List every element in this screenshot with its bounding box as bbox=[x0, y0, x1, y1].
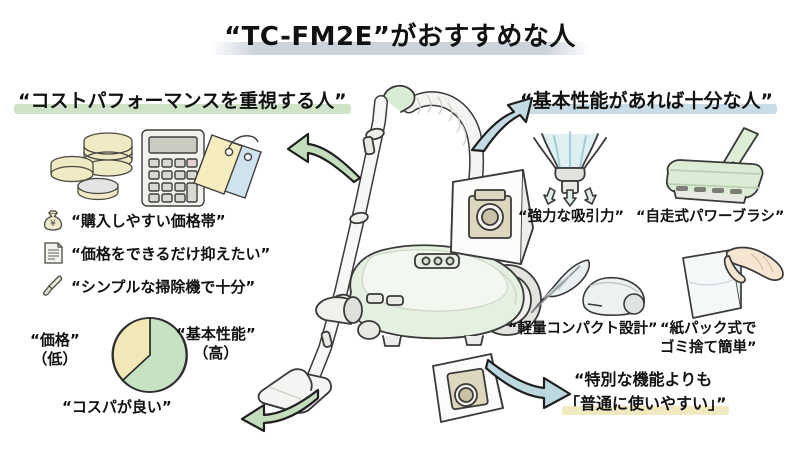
suction-nozzle-icon bbox=[520, 128, 620, 207]
paper-bag-hand-icon bbox=[675, 246, 785, 322]
arrow-to-left-bottom bbox=[238, 384, 320, 434]
feature-label-lightweight: “軽量コンパクト設計” bbox=[508, 321, 658, 337]
right-section-header: “基本性能があれば十分な人” bbox=[516, 86, 777, 114]
pie-label-conclusion: “コスパが良い” bbox=[62, 398, 172, 416]
feature-label-suction: “強力な吸引力” bbox=[518, 209, 625, 225]
price-tags-icon bbox=[193, 134, 262, 199]
pie-label-price-line2: （低） bbox=[32, 349, 78, 368]
arrow-to-right-bottom bbox=[484, 352, 574, 410]
canister-vacuum-cleaner-illustration bbox=[255, 78, 545, 423]
vacuum-dust-bag bbox=[450, 169, 534, 265]
arrow-to-left-top bbox=[286, 128, 364, 184]
feather-compact-vacuum-icon bbox=[530, 250, 650, 318]
vacuum-wand bbox=[306, 95, 388, 385]
right-section-header-text: “基本性能があれば十分な人” bbox=[520, 90, 773, 112]
page-title-text: “TC-FM2E”がおすすめな人 bbox=[224, 22, 576, 52]
feature-label-paper-bag: “紙パック式で ゴミ捨て簡単” bbox=[660, 320, 757, 358]
coins-icon bbox=[50, 132, 133, 201]
list-item-label: “購入しやすい価格帯” bbox=[71, 211, 226, 230]
money-bag-icon: ¥ bbox=[40, 207, 66, 233]
feature-label-paper-bag-line2: ゴミ捨て簡単” bbox=[660, 339, 757, 356]
pie-label-price: “価格” （低） bbox=[30, 331, 80, 369]
power-brush-icon bbox=[660, 126, 780, 206]
cost-performance-pie-chart bbox=[110, 315, 190, 395]
pie-label-performance: “基本性能” （高） bbox=[176, 325, 256, 363]
page-title: “TC-FM2E”がおすすめな人 bbox=[210, 16, 590, 55]
left-section-header-text: “コストパフォーマンスを重視する人” bbox=[18, 90, 347, 112]
svg-text:¥: ¥ bbox=[50, 219, 56, 229]
calculator-icon bbox=[141, 129, 205, 207]
list-item: “シンプルな掃除機で十分” bbox=[40, 271, 290, 301]
arrow-to-right-top bbox=[468, 94, 538, 153]
pie-label-price-line1: “価格” bbox=[30, 331, 80, 349]
closing-line-2: 「普通に使いやすい」” bbox=[562, 392, 729, 416]
closing-statement: “特別な機能よりも 「普通に使いやすい」” bbox=[562, 368, 729, 416]
list-item-label: “価格をできるだけ抑えたい” bbox=[71, 244, 271, 263]
list-item-label: “シンプルな掃除機で十分” bbox=[71, 277, 256, 296]
closing-line-1: “特別な機能よりも bbox=[574, 370, 713, 389]
pie-label-performance-line2: （高） bbox=[193, 343, 239, 362]
vacuum-body bbox=[315, 244, 542, 347]
list-item: ¥ “購入しやすい価格帯” bbox=[40, 205, 290, 235]
brush-icon bbox=[40, 273, 66, 299]
document-icon bbox=[40, 240, 66, 266]
list-item: “価格をできるだけ抑えたい” bbox=[40, 238, 290, 268]
spare-dust-bag bbox=[432, 353, 504, 423]
feature-label-power-brush: “自走式パワーブラシ” bbox=[636, 209, 785, 225]
pie-label-performance-line1: “基本性能” bbox=[176, 325, 256, 343]
cost-icons-group bbox=[36, 124, 286, 210]
closing-line-2-text: 「普通に使いやすい」” bbox=[564, 394, 727, 413]
left-section-header: “コストパフォーマンスを重視する人” bbox=[14, 86, 351, 114]
feature-label-paper-bag-line1: “紙パック式で bbox=[660, 321, 757, 337]
cost-bullet-list: ¥ “購入しやすい価格帯” “価格をできるだけ抑えたい” bbox=[40, 205, 290, 304]
page-title-container: “TC-FM2E”がおすすめな人 bbox=[0, 16, 800, 55]
